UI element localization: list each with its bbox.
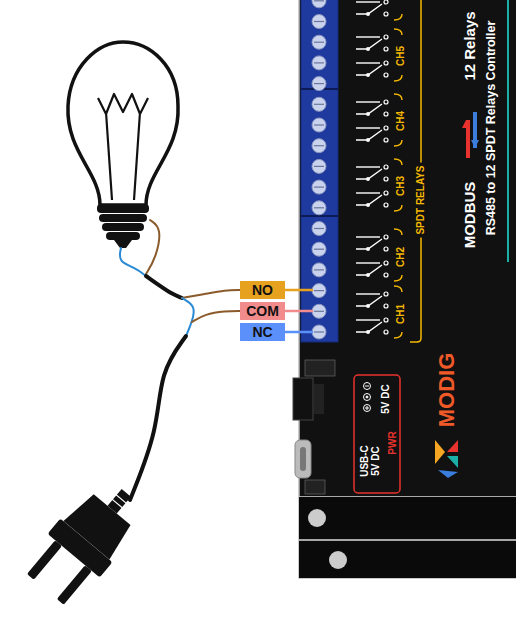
modig-logo	[435, 440, 458, 478]
usb-c-port	[295, 440, 311, 478]
accent-line	[507, 0, 509, 262]
mount-rail	[299, 497, 516, 578]
channel-label: CH1	[396, 304, 407, 324]
channel-label: CH3	[396, 176, 407, 196]
board-outline	[299, 0, 516, 578]
terminal-label: COM	[240, 302, 285, 320]
terminal-name: NC	[252, 324, 272, 340]
channel-label: CH2	[396, 247, 407, 267]
barrel-jack	[293, 378, 313, 420]
terminal-screws	[312, 0, 326, 339]
terminal-divider	[301, 215, 338, 217]
section-label: PWR	[388, 431, 399, 454]
product-subtitle: RS485 to 12 SPDT Relays Controller	[485, 21, 498, 236]
power-plug	[19, 471, 152, 611]
terminal-label: NO	[240, 281, 285, 299]
section-label: SPDT RELAYS	[416, 162, 427, 237]
product-title: 12 Relays	[462, 11, 478, 80]
terminal-name: NO	[252, 282, 273, 298]
rail-line	[299, 539, 516, 541]
wires	[120, 220, 312, 500]
polarity-symbol	[364, 383, 371, 412]
light-bulb	[68, 42, 178, 248]
channel-label: CH5	[396, 46, 407, 66]
brand-name: MODIG	[435, 353, 458, 428]
smd-parts	[305, 360, 335, 376]
mount-hole	[329, 551, 347, 569]
terminal-name: COM	[246, 303, 279, 319]
mount-hole	[308, 509, 326, 527]
smd-parts	[305, 480, 325, 494]
channel-label: CH4	[396, 111, 407, 131]
power-label: 5V DC	[381, 384, 392, 413]
board-edge	[299, 539, 516, 541]
product-name: MODBUS	[462, 182, 478, 249]
barrel-jack	[314, 384, 324, 414]
usb-c-port	[300, 447, 306, 471]
pwr-box	[354, 375, 400, 493]
terminal-label: NC	[240, 323, 285, 341]
power-label: USB-C 5V DC	[360, 444, 381, 478]
modbus-icon	[462, 112, 479, 158]
